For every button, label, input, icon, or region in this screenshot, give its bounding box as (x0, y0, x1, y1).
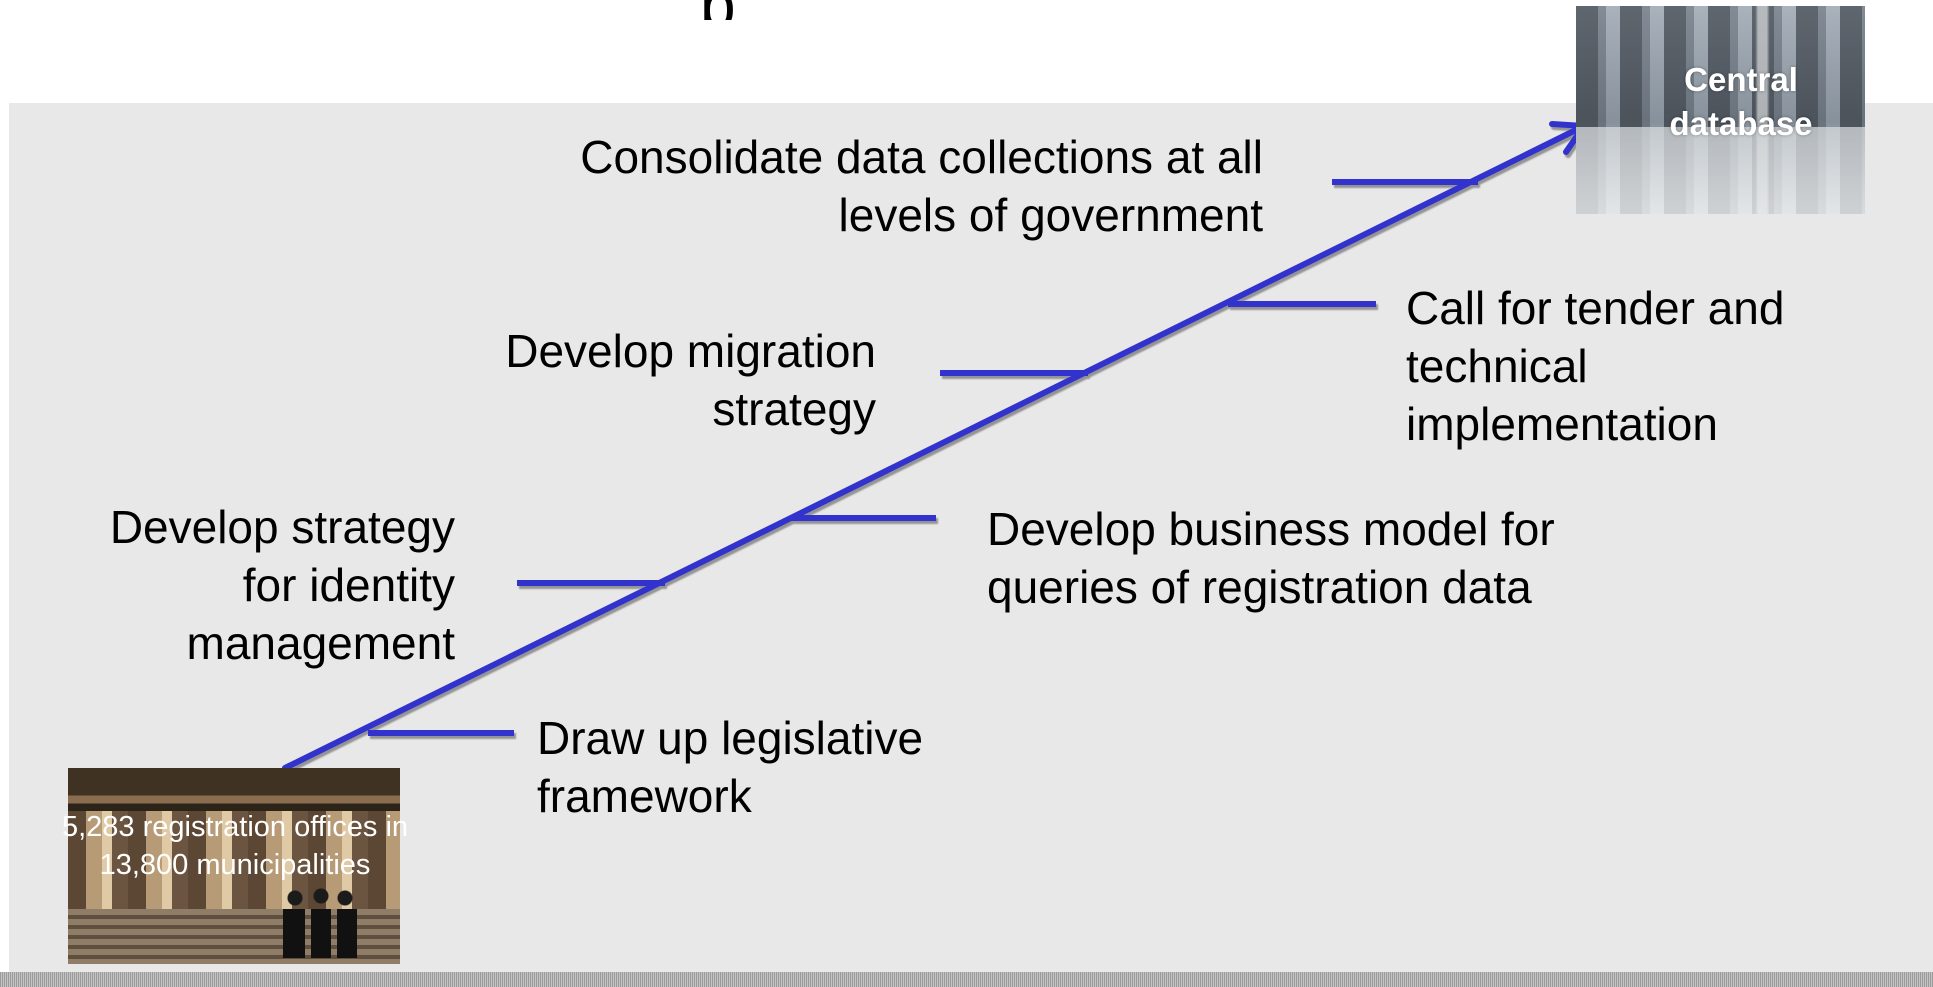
step-label-5: Call for tender and technical implementa… (1406, 282, 1785, 450)
arrow-shaft (282, 123, 1587, 771)
step-label-3: Develop business model for queries of re… (987, 503, 1555, 613)
building-photo (68, 768, 400, 964)
step-label-2: Develop strategy for identity management (109, 501, 455, 669)
step-label-6: Consolidate data collections at all leve… (580, 131, 1263, 241)
server-room-floor (1576, 126, 1865, 214)
step-label-4: Develop migration strategy (505, 325, 876, 435)
footer-bar (0, 972, 1933, 987)
start-caption: 5,283 registration offices in 13,800 mun… (61, 811, 409, 881)
title-fragment: p (700, 0, 760, 20)
progress-arrow (282, 121, 1587, 771)
step-label-1: Draw up legislative framework (537, 712, 924, 822)
server-room-photo: Central database (1576, 6, 1865, 214)
end-caption: Central database (1669, 61, 1813, 142)
people-silhouettes (283, 888, 363, 958)
